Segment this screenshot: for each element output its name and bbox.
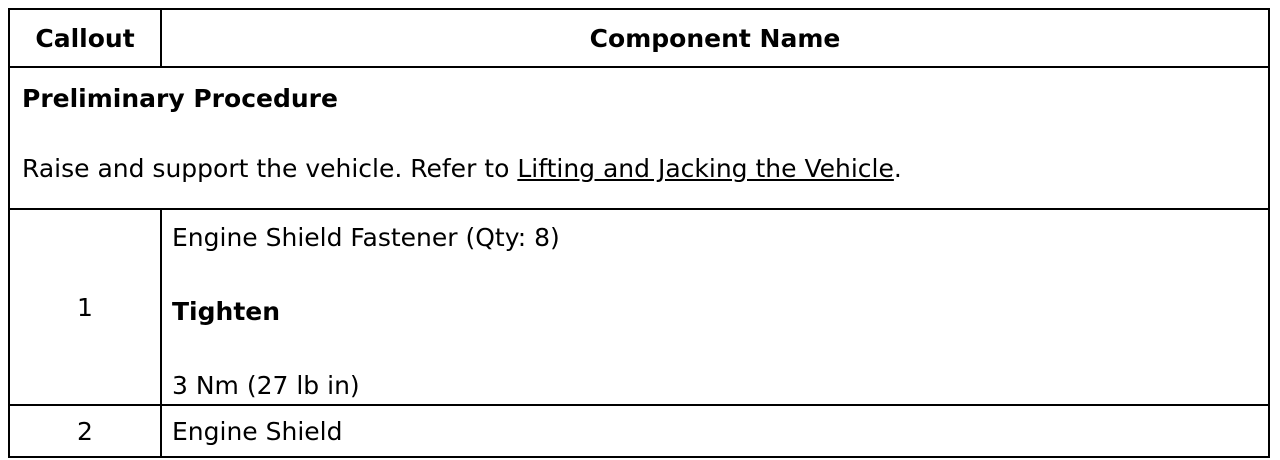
component-cell: Engine Shield Fastener (Qty: 8) Tighten … [160, 208, 1270, 406]
component-name: Engine Shield [160, 404, 1270, 458]
component-table: Callout Component Name Preliminary Proce… [8, 8, 1270, 458]
table-header-row: Callout Component Name [8, 8, 1270, 68]
preliminary-procedure-title: Preliminary Procedure [22, 84, 338, 113]
callout-number: 2 [8, 404, 162, 458]
callout-column-header: Callout [8, 8, 162, 68]
table-row: 1 Engine Shield Fastener (Qty: 8) Tighte… [8, 208, 1270, 406]
tighten-action-label: Tighten [172, 297, 281, 326]
preliminary-procedure-row: Preliminary Procedure Raise and support … [8, 66, 1270, 210]
preliminary-text-before-link: Raise and support the vehicle. Refer to [22, 154, 518, 183]
torque-spec: 3 Nm (27 lb in) [172, 371, 360, 400]
callout-number: 1 [8, 208, 162, 406]
preliminary-text-after-link: . [893, 154, 902, 183]
component-name-column-header: Component Name [160, 8, 1270, 68]
table-row: 2 Engine Shield [8, 404, 1270, 458]
preliminary-procedure-cell: Preliminary Procedure Raise and support … [8, 66, 1270, 210]
lifting-and-jacking-link[interactable]: Lifting and Jacking the Vehicle [517, 154, 894, 183]
component-name: Engine Shield Fastener (Qty: 8) [172, 223, 560, 252]
preliminary-procedure-text: Raise and support the vehicle. Refer to … [22, 151, 1256, 187]
